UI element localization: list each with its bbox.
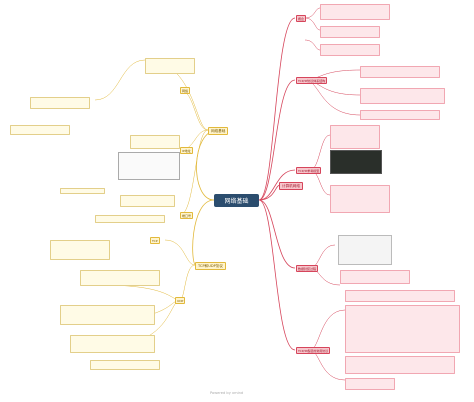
note-block xyxy=(90,360,160,370)
code-snippet-image xyxy=(330,150,382,174)
note-block xyxy=(340,270,410,284)
note-block xyxy=(320,26,380,38)
note-block xyxy=(30,97,90,109)
note-block xyxy=(145,58,195,74)
left-tcp[interactable]: TCP xyxy=(150,237,160,244)
network-diagram-image xyxy=(118,152,180,180)
right-layer-protocols[interactable]: TCP/IP各层的常用协议 xyxy=(296,347,331,354)
right-encapsulation[interactable]: 数据封装过程 xyxy=(296,265,319,272)
note-block xyxy=(330,125,380,149)
note-block xyxy=(60,188,105,194)
left-ip[interactable]: IP地址 xyxy=(180,147,193,154)
right-tcpip-ref[interactable]: TCP/IP参考模型 xyxy=(296,167,322,174)
note-block xyxy=(345,356,455,374)
note-block xyxy=(50,240,110,260)
data-encapsulation-image xyxy=(338,235,392,265)
note-block xyxy=(320,4,390,20)
branch-tcp-udp[interactable]: TCP和UDP协议 xyxy=(195,262,227,270)
note-block xyxy=(345,305,460,353)
footer-credit: Powered by xmind xyxy=(210,391,244,395)
note-block xyxy=(330,185,390,213)
note-block xyxy=(95,215,165,223)
note-block xyxy=(345,378,395,390)
note-block xyxy=(10,125,70,135)
branch-network-basics[interactable]: 网络基础 xyxy=(208,127,229,135)
note-block xyxy=(320,44,380,56)
note-block xyxy=(80,270,160,286)
right-tcpip-arch[interactable]: TCP/IP协议体系结构 xyxy=(296,77,328,84)
center-topic[interactable]: 网络基础 xyxy=(214,194,259,207)
note-block xyxy=(360,88,445,104)
left-network[interactable]: 网络 xyxy=(180,87,191,94)
right-concept[interactable]: 概念 xyxy=(296,15,307,22)
note-block xyxy=(360,66,440,78)
note-block xyxy=(60,305,155,325)
note-block xyxy=(70,335,155,353)
note-block xyxy=(360,110,440,120)
note-block xyxy=(130,135,180,149)
left-udp[interactable]: UDP xyxy=(175,297,186,304)
branch-computer-network[interactable]: 计算机网络 xyxy=(279,182,303,190)
left-port[interactable]: 端口号 xyxy=(180,212,194,219)
note-block xyxy=(345,290,455,302)
note-block xyxy=(120,195,175,207)
